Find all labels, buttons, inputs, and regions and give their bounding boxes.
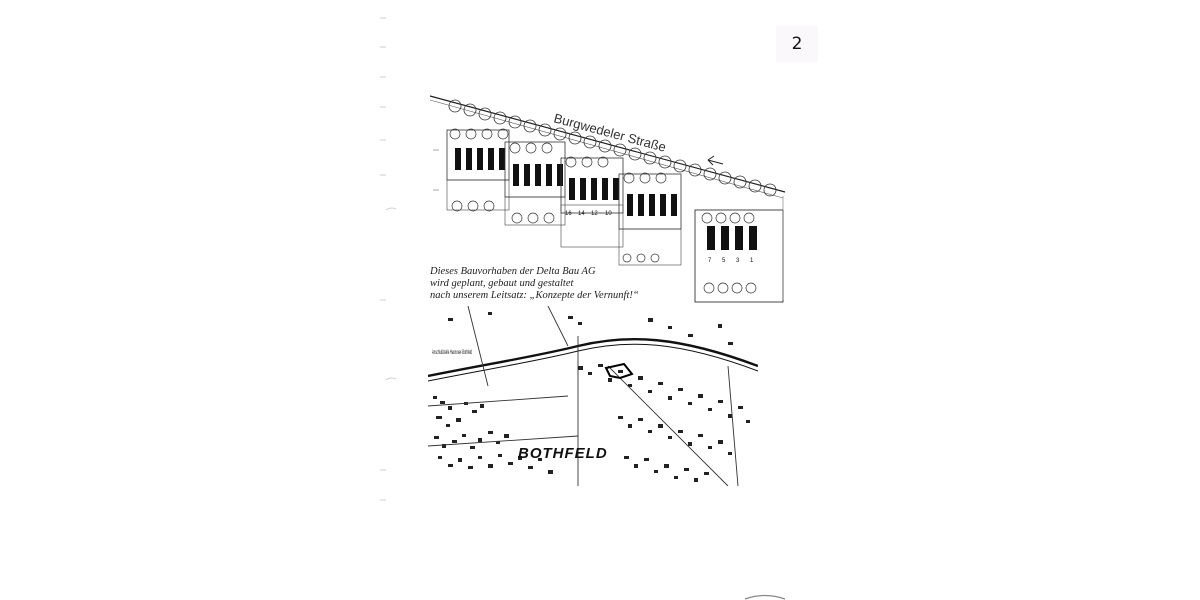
house-number: 10 — [605, 211, 612, 217]
caption-line: Dieses Bauvorhaben der Delta Bau AG — [430, 266, 596, 277]
project-location-marker — [604, 362, 634, 380]
location-map: Anschlußstelle Hannover-Bothfeld BOTHFEL… — [428, 306, 758, 486]
caption-line: nach unserem Leitsatz: „Konzepte der Ver… — [430, 290, 639, 301]
caption-line: wird geplant, gebaut und gestaltet — [430, 278, 574, 289]
house-number: 1 — [750, 258, 754, 264]
house-number: 7 — [708, 258, 712, 264]
page-curl-mark — [744, 594, 786, 600]
building-row-1 — [446, 128, 510, 212]
house-number: 3 — [736, 258, 740, 264]
building-row-4 — [618, 172, 682, 266]
house-number: 12 — [591, 211, 598, 217]
site-plan-drawing: Burgwedeler Straße — [429, 95, 786, 303]
junction-label: Anschlußstelle Hannover-Bothfeld — [432, 350, 472, 356]
page-number: 2 — [776, 26, 818, 62]
building-row-5: 7 5 3 1 — [694, 209, 784, 303]
building-row-2 — [504, 141, 566, 226]
map-texture — [433, 312, 750, 482]
house-number: 14 — [578, 211, 585, 217]
building-row-3: 16 14 12 10 — [560, 156, 624, 248]
district-label: BOTHFELD — [518, 445, 608, 462]
house-number: 16 — [565, 211, 572, 217]
project-caption: Dieses Bauvorhaben der Delta Bau AG wird… — [430, 266, 660, 302]
binder-punch-marks — [380, 17, 396, 501]
house-number: 5 — [722, 258, 726, 264]
street-name-label: Burgwedeler Straße — [552, 110, 668, 154]
